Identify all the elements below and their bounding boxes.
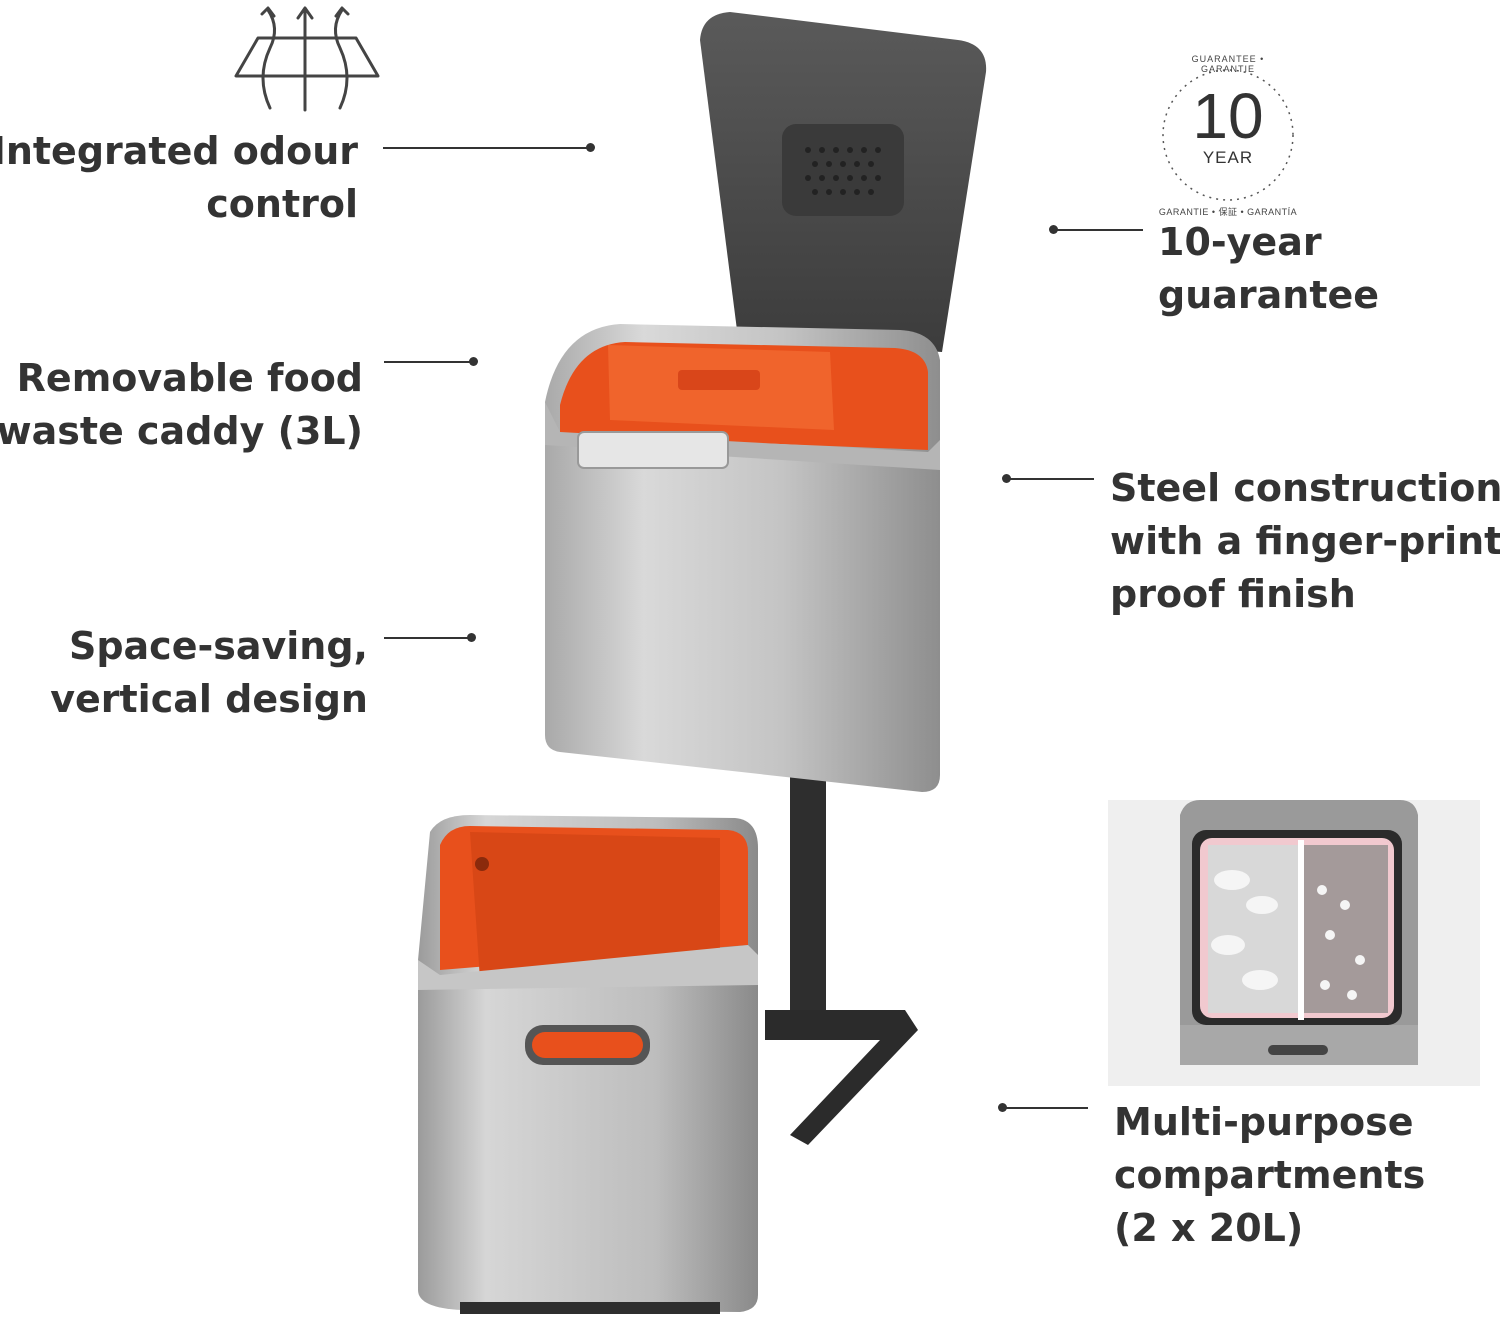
feature-guarantee-line2: guarantee bbox=[1158, 273, 1380, 317]
odour-connector-line bbox=[383, 147, 588, 149]
odour-filter bbox=[782, 124, 904, 216]
compartments-connector-line bbox=[1002, 1107, 1088, 1109]
feature-steel-line2: with a finger-print bbox=[1110, 519, 1500, 563]
feature-guarantee-line1: 10-year bbox=[1158, 220, 1322, 264]
guarantee-connector-dot bbox=[1049, 225, 1058, 234]
feature-steel-construction: Steel construction with a finger-print p… bbox=[1110, 462, 1500, 621]
feature-compartments-line1: Multi-purpose bbox=[1114, 1100, 1414, 1144]
feature-guarantee: 10-year guarantee bbox=[1158, 216, 1379, 322]
feature-odour-line1: Integrated odour bbox=[0, 129, 358, 173]
space-connector-dot bbox=[467, 633, 476, 642]
space-connector-line bbox=[384, 637, 470, 639]
caddy-connector-dot bbox=[469, 357, 478, 366]
upper-bin bbox=[545, 324, 940, 792]
feature-compartments: Multi-purpose compartments (2 x 20L) bbox=[1114, 1096, 1425, 1255]
guarantee-badge: 10 YEAR bbox=[1163, 70, 1293, 200]
guarantee-badge-ring bbox=[1162, 69, 1294, 201]
bin-stand bbox=[765, 775, 918, 1145]
guarantee-connector-line bbox=[1055, 229, 1143, 231]
feature-space-line1: Space-saving, bbox=[68, 624, 368, 668]
guarantee-badge-ring-bottom: GARANTIE • 保証 • GARANTÍA bbox=[1158, 207, 1298, 217]
compartments-connector-dot bbox=[998, 1103, 1007, 1112]
feature-steel-line1: Steel construction bbox=[1110, 466, 1500, 510]
bin-lid bbox=[700, 12, 987, 352]
compartments-inset-photo bbox=[1108, 800, 1480, 1086]
guarantee-badge-unit: YEAR bbox=[1202, 148, 1254, 167]
feature-caddy-line2: waste caddy (3L) bbox=[0, 409, 363, 453]
guarantee-badge-number: 10 bbox=[1192, 80, 1264, 152]
odour-filter-icon bbox=[234, 6, 380, 112]
odour-connector-dot bbox=[586, 143, 595, 152]
caddy-connector-line bbox=[384, 361, 472, 363]
feature-compartments-line3: (2 x 20L) bbox=[1114, 1206, 1304, 1250]
steel-connector-line bbox=[1006, 478, 1094, 480]
feature-caddy-line1: Removable food bbox=[16, 356, 363, 400]
guarantee-badge-ring-top: GUARANTEE • GARANTIE bbox=[1191, 54, 1265, 74]
lower-bin bbox=[418, 815, 758, 1314]
feature-odour-control: Integrated odour control bbox=[0, 125, 358, 231]
feature-steel-line3: proof finish bbox=[1110, 572, 1356, 616]
feature-space-saving: Space-saving, vertical design bbox=[50, 620, 368, 726]
feature-food-caddy: Removable food waste caddy (3L) bbox=[0, 352, 363, 458]
steel-connector-dot bbox=[1002, 474, 1011, 483]
caddy-handle bbox=[577, 431, 729, 469]
feature-compartments-line2: compartments bbox=[1114, 1153, 1426, 1197]
feature-space-line2: vertical design bbox=[50, 677, 368, 721]
feature-odour-line2: control bbox=[206, 182, 358, 226]
